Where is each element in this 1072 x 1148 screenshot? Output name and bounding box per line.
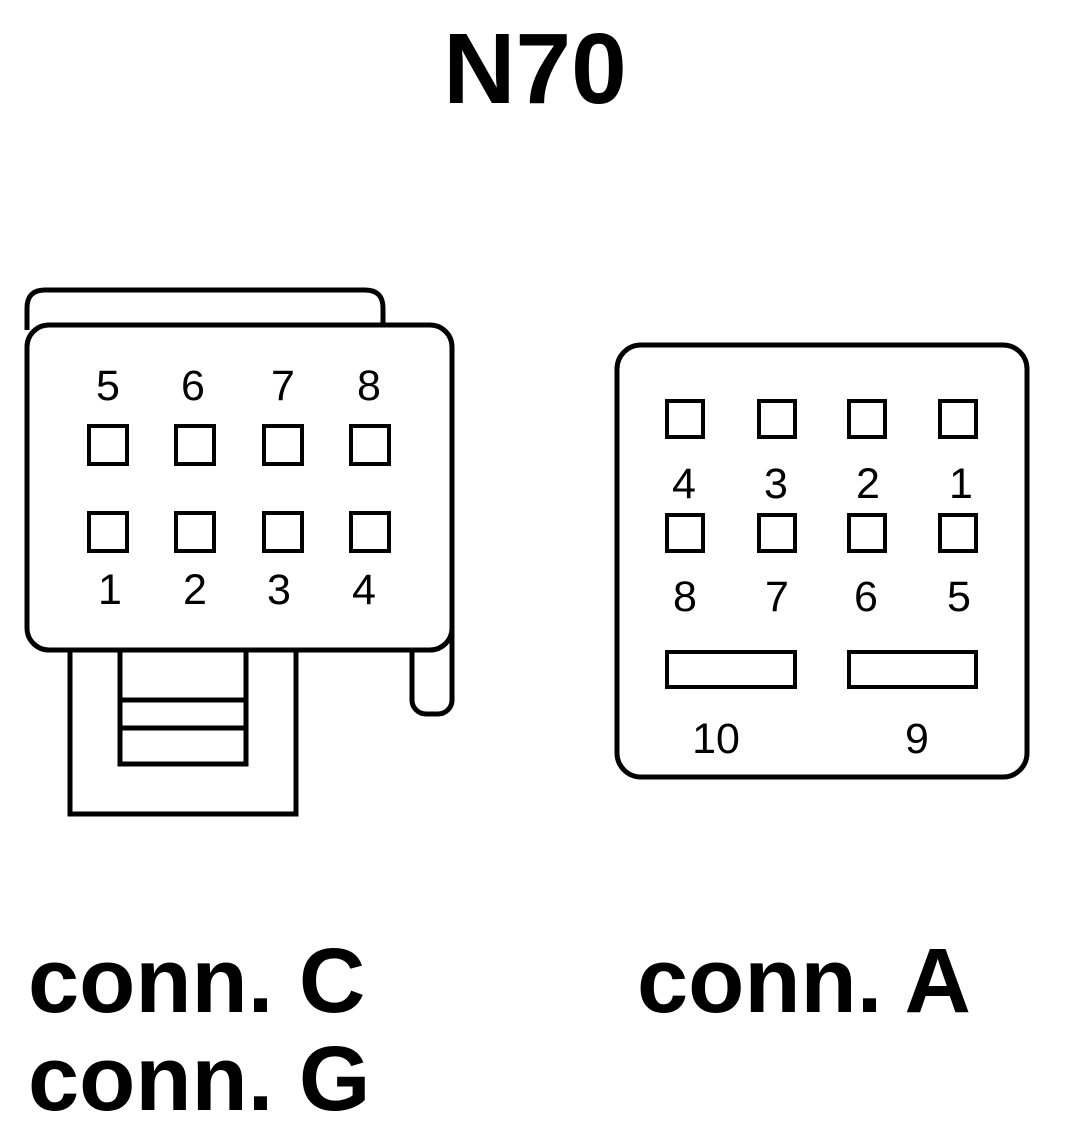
pin-cavity [262, 424, 304, 466]
left-connector-body [24, 322, 455, 653]
pin-cavity [757, 513, 797, 553]
pin-cavity [87, 424, 129, 466]
pin-label: 8 [357, 362, 381, 410]
pin-cavity [665, 513, 705, 553]
power-slot [665, 650, 797, 689]
pin-label: 4 [352, 566, 376, 614]
left-connector-back-tab [24, 287, 386, 330]
pin-label: 6 [181, 362, 205, 410]
pin-cavity [847, 399, 887, 439]
pin-label: 2 [856, 460, 880, 508]
pin-label: 5 [96, 362, 120, 410]
pin-label: 1 [949, 460, 973, 508]
pin-label: 10 [692, 715, 740, 763]
pin-cavity [847, 513, 887, 553]
pin-cavity [938, 513, 978, 553]
pin-cavity [87, 511, 129, 553]
left-connector-caption: conn. G [28, 1028, 370, 1130]
pin-cavity [262, 511, 304, 553]
pin-cavity [174, 424, 216, 466]
pin-label: 8 [673, 573, 697, 621]
pin-cavity [938, 399, 978, 439]
right-connector: 4 3 2 1 8 7 6 5 10 9 [614, 342, 1030, 780]
pin-label: 2 [183, 566, 207, 614]
pin-label: 7 [765, 573, 789, 621]
pin-label: 6 [854, 573, 878, 621]
pin-label: 4 [672, 460, 696, 508]
pin-label: 5 [947, 573, 971, 621]
pin-cavity [665, 399, 705, 439]
power-slot [847, 650, 978, 689]
pin-label: 9 [905, 715, 929, 763]
pin-label: 1 [98, 566, 122, 614]
pin-cavity [349, 511, 391, 553]
pin-cavity [757, 399, 797, 439]
pin-label: 3 [267, 566, 291, 614]
left-connector: 5 6 7 8 1 2 3 4 [24, 287, 455, 817]
left-connector-caption: conn. C [28, 930, 365, 1032]
diagram-title: N70 [443, 13, 626, 125]
right-connector-caption: conn. A [637, 930, 971, 1032]
pin-label: 3 [764, 460, 788, 508]
pin-label: 7 [271, 362, 295, 410]
pin-cavity [174, 511, 216, 553]
pin-cavity [349, 424, 391, 466]
